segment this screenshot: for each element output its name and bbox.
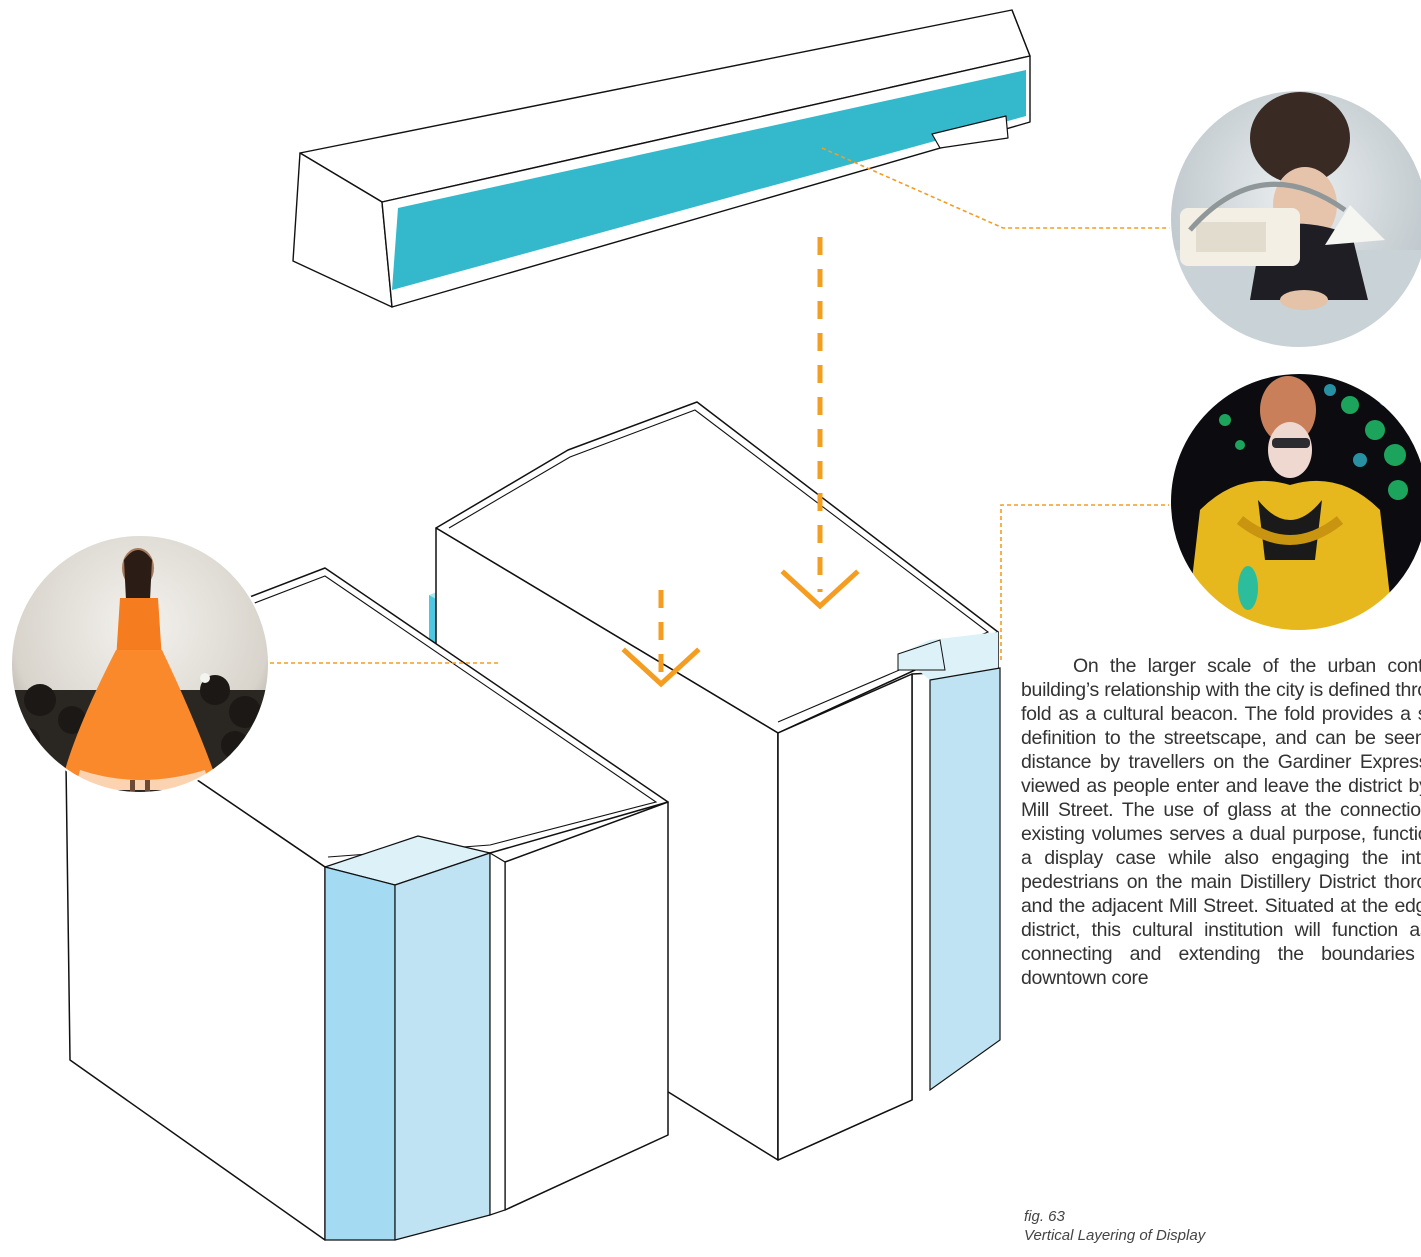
figure-title: Vertical Layering of Display [1024, 1227, 1206, 1244]
leader-lines [270, 147, 1172, 664]
left-glass-side [394, 852, 491, 1241]
vertical-layering-arrows [621, 237, 860, 688]
figure-number: fig. 63 [1024, 1208, 1065, 1225]
left-glass-front [324, 866, 396, 1241]
leader-sewing [821, 147, 1172, 229]
sewing-photo [1170, 90, 1421, 348]
arrow-long-head [780, 569, 860, 610]
left-building-side [504, 801, 669, 1211]
figure-caption: fig. 63 Vertical Layering of Display [1024, 1207, 1205, 1245]
right-glass-side [929, 667, 1001, 1092]
description-paragraph: On the larger scale of the urban context… [1021, 655, 1421, 989]
right-building-annex [777, 673, 913, 1161]
fold-underside-tab [931, 115, 1009, 149]
fold-display-bar [292, 9, 1031, 308]
leader-mannequin [1000, 504, 1172, 660]
arrow-short-head [621, 647, 701, 688]
fold-display-glass [392, 70, 1026, 290]
mannequin-photo [1170, 373, 1421, 631]
runway-photo [11, 535, 269, 793]
